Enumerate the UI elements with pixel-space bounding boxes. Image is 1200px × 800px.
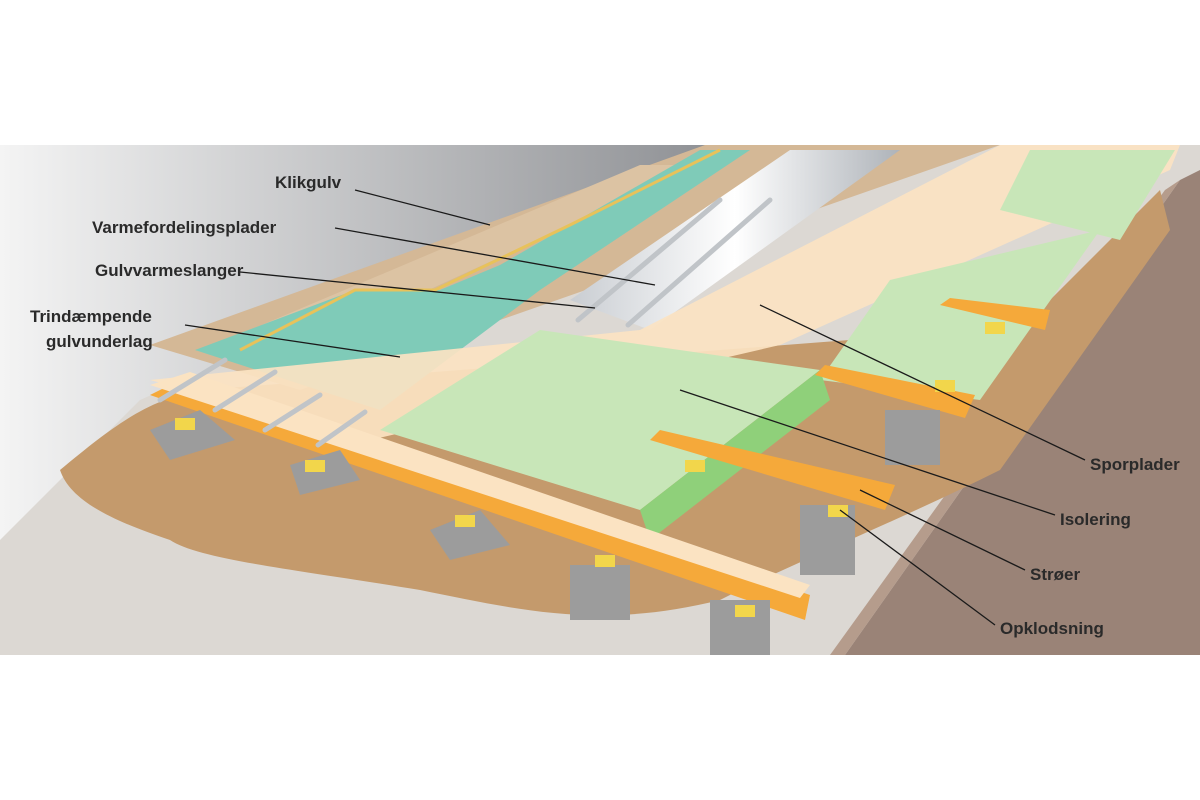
label-isolering: Isolering [1060,510,1131,529]
joist [815,365,975,418]
leader-line [239,271,596,309]
leader-line [759,304,1086,461]
leader-line [334,227,656,286]
label-sporplader: Sporplader [1090,455,1180,474]
track-plates [150,145,1180,440]
joist [940,298,1050,330]
heating-pipes [157,197,773,448]
label-opklodsning: Opklodsning [1000,619,1104,638]
back-wall [0,145,720,540]
label-klikgulv: Klikgulv [275,173,342,192]
insulation-panel [1000,150,1175,240]
label-stroeer: Strøer [1030,565,1080,584]
label-gulvunderlag: gulvunderlag [46,332,153,351]
label-trindaempende: Trindæmpende [30,307,152,326]
leader-line [679,389,1056,516]
leader-line [839,509,996,626]
joist [650,430,895,510]
label-gulvvarmeslanger: Gulvvarmeslanger [95,261,244,280]
underlay [195,150,750,410]
leader-line [184,324,401,358]
leader-line [354,189,491,226]
label-varmefordelingsplader: Varmefordelingsplader [92,218,277,237]
leader-line [859,489,1026,571]
underlay-edge [239,148,721,352]
insulation-panel [380,330,820,510]
joist-top [150,372,810,598]
joist [150,380,810,620]
shims [175,322,1005,617]
insulation-panel [820,230,1100,400]
